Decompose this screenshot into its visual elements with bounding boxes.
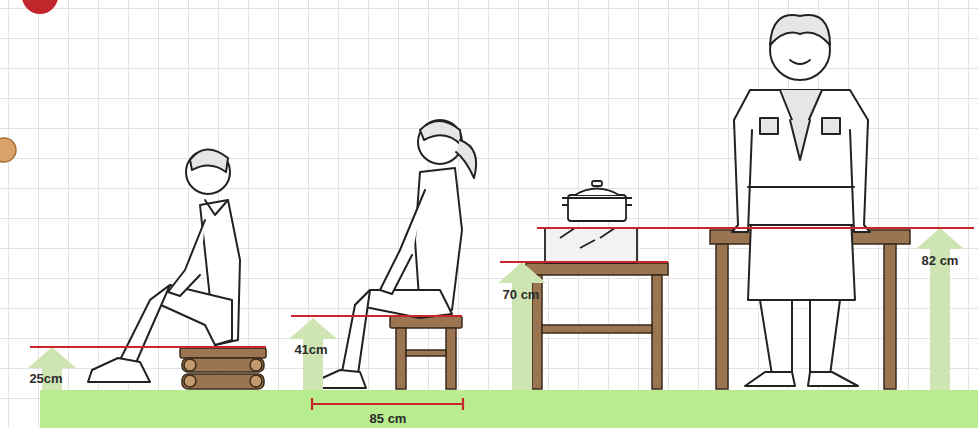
dimension-label: 85 cm	[370, 412, 407, 425]
standing-scout	[822, 118, 840, 134]
standing-scout	[790, 120, 810, 160]
width-bracket	[311, 398, 313, 410]
log-stool	[184, 375, 196, 387]
level-line	[537, 227, 974, 229]
seated-girl	[316, 120, 476, 388]
standing-scout	[810, 300, 840, 375]
dimension-label: 25cm	[29, 372, 62, 385]
wooden-stool	[396, 328, 406, 389]
seated-girl	[418, 120, 462, 164]
stove-table	[526, 263, 668, 275]
camp-stove	[575, 189, 619, 196]
log-stool	[184, 359, 196, 371]
corner-decoration	[22, 0, 58, 14]
log-stool	[180, 348, 266, 389]
standing-scout	[808, 372, 858, 386]
seated-girl	[420, 121, 462, 146]
stove-table	[652, 275, 662, 389]
level-line	[30, 346, 266, 348]
standing-scout	[745, 372, 795, 386]
wooden-stool	[390, 316, 462, 389]
camp-stove	[562, 204, 632, 206]
dimension-label: 41cm	[294, 343, 327, 356]
camp-stove	[592, 181, 602, 186]
seated-boy	[190, 149, 228, 172]
height-arrow	[916, 228, 964, 390]
width-bracket	[312, 403, 463, 405]
standing-scout	[790, 60, 810, 64]
width-bracket	[462, 398, 464, 410]
log-stool	[250, 359, 262, 371]
log-stool	[182, 374, 264, 389]
camp-stove	[560, 228, 615, 248]
standing-scout	[850, 120, 870, 232]
log-stool	[250, 375, 262, 387]
wooden-stool	[446, 328, 456, 389]
dimension-label: 82 cm	[922, 254, 959, 267]
standing-scout	[732, 120, 752, 232]
seated-boy	[186, 150, 230, 194]
camp-stove	[545, 181, 637, 263]
stove-table	[526, 263, 668, 389]
seated-boy	[88, 358, 150, 382]
width-bracket	[312, 398, 463, 410]
height-arrow	[28, 347, 76, 390]
corner-decoration	[0, 138, 16, 162]
seated-boy	[205, 200, 228, 215]
standing-scout	[748, 186, 854, 188]
work-table	[884, 244, 896, 389]
level-line	[291, 315, 462, 317]
standing-scout	[734, 90, 868, 225]
seated-girl	[316, 370, 366, 388]
seated-boy	[120, 285, 170, 365]
standing-scout	[760, 118, 778, 134]
height-arrow	[28, 228, 964, 390]
corner-decoration	[0, 0, 58, 162]
camp-stove	[562, 197, 632, 199]
dimension-label: 70 cm	[503, 288, 540, 301]
log-stool	[182, 358, 264, 372]
seated-boy	[168, 220, 205, 296]
work-table	[716, 244, 728, 389]
height-arrow	[289, 318, 337, 390]
standing-scout	[760, 300, 792, 375]
level-line	[30, 228, 974, 347]
seated-girl	[456, 140, 476, 178]
seated-girl	[342, 290, 370, 374]
wooden-stool	[406, 350, 446, 356]
level-line	[500, 261, 668, 263]
height-arrow	[498, 262, 546, 390]
standing-scout	[732, 15, 870, 386]
camp-stove	[545, 228, 637, 263]
log-stool	[180, 348, 266, 358]
stove-table	[542, 325, 652, 333]
standing-scout	[770, 15, 830, 45]
seated-girl	[380, 190, 425, 294]
ground-band	[40, 390, 978, 428]
